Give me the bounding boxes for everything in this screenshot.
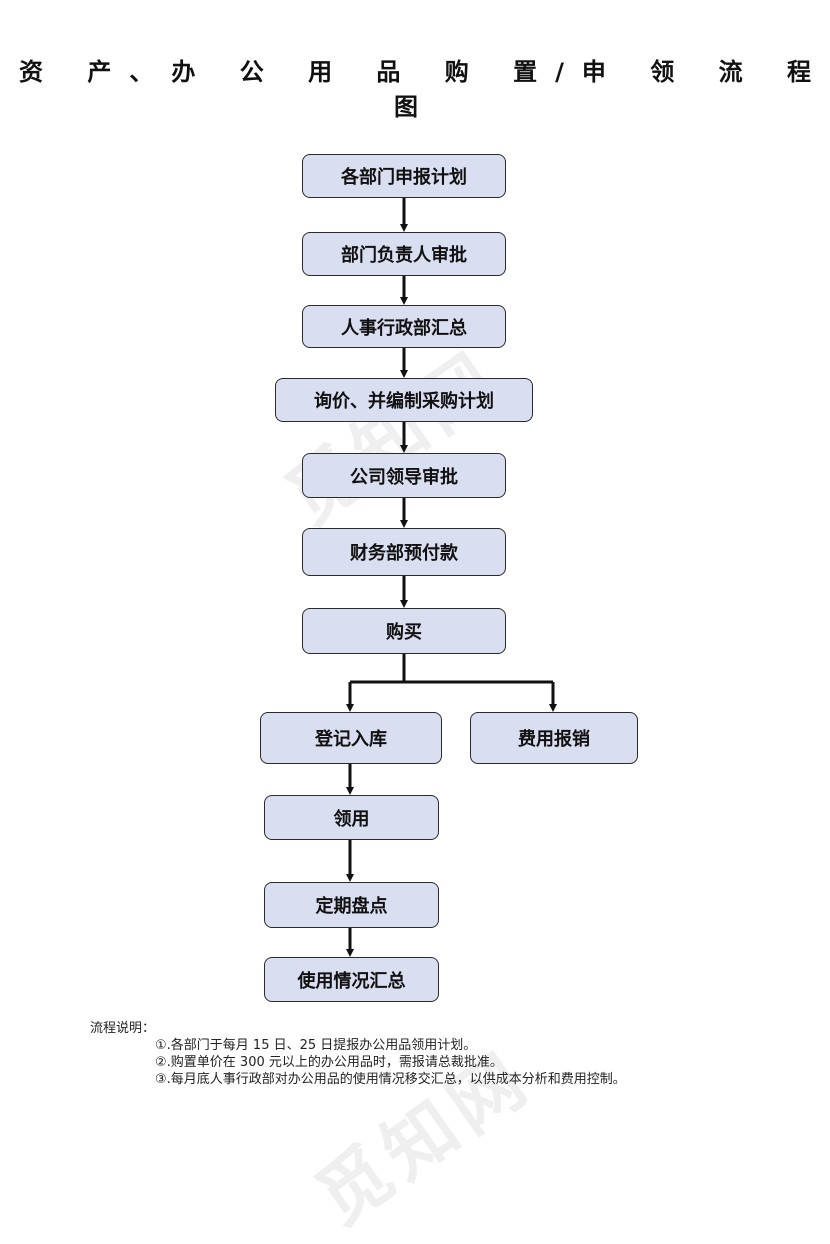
node-inquiry-plan: 询价、并编制采购计划 <box>275 378 533 422</box>
node-finance-prepay: 财务部预付款 <box>302 528 506 576</box>
node-requisition: 领用 <box>264 795 439 840</box>
node-purchase: 购买 <box>302 608 506 654</box>
node-hr-summary: 人事行政部汇总 <box>302 305 506 348</box>
node-manager-approval: 部门负责人审批 <box>302 232 506 276</box>
node-periodic-inventory: 定期盘点 <box>264 882 439 928</box>
note-item: ③.每月底人事行政部对办公用品的使用情况移交汇总，以供成本分析和费用控制。 <box>155 1072 626 1087</box>
note-item: ②.购置单价在 300 元以上的办公用品时，需报请总裁批准。 <box>155 1055 503 1070</box>
node-usage-summary: 使用情况汇总 <box>264 957 439 1002</box>
node-leader-approval: 公司领导审批 <box>302 453 506 498</box>
node-expense-reimburse: 费用报销 <box>470 712 638 764</box>
notes-title: 流程说明： <box>90 1021 156 1036</box>
flow-connectors <box>346 198 557 957</box>
page-title: 资 产、办 公 用 品 购 置/申 领 流 程 图 <box>19 58 829 121</box>
node-department-plan: 各部门申报计划 <box>302 154 506 198</box>
note-item: ①.各部门于每月 15 日、25 日提报办公用品领用计划。 <box>155 1038 477 1053</box>
node-warehouse-register: 登记入库 <box>260 712 442 764</box>
